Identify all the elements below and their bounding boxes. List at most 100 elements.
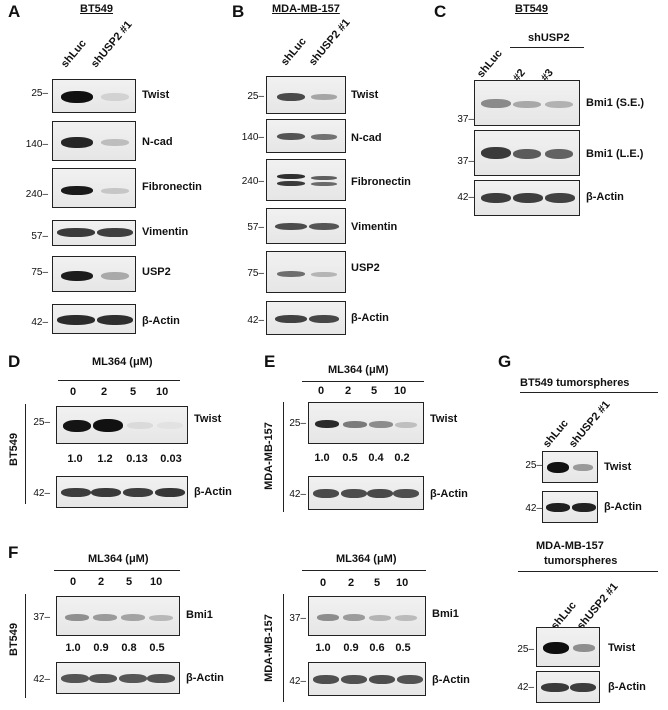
dose-label: 2 (348, 577, 355, 589)
blot-image (52, 220, 136, 246)
blot-image (52, 304, 136, 334)
lane-label: shUSP2 #1 (574, 580, 621, 632)
dose-label: 10 (150, 576, 163, 588)
mw-marker: 42 (520, 503, 542, 514)
band (570, 683, 596, 692)
protein-label: β-Actin (608, 681, 646, 693)
band (57, 315, 95, 325)
quant-value: 1.2 (97, 453, 113, 465)
dose-label: 5 (130, 386, 137, 398)
band (61, 186, 93, 195)
blot-image (536, 671, 600, 703)
band (149, 615, 173, 621)
band (65, 614, 89, 621)
band (343, 614, 365, 621)
quant-value: 1.0 (67, 453, 83, 465)
band (573, 464, 593, 471)
band (546, 503, 570, 512)
band (127, 422, 153, 429)
blot-image (266, 119, 346, 153)
quant-value: 0.4 (368, 452, 384, 464)
quant-value: 1.0 (314, 452, 330, 464)
protein-label: Bmi1 (186, 609, 213, 621)
blot-image (52, 168, 136, 208)
protein-label: Fibronectin (351, 176, 411, 188)
dose-label: 5 (126, 576, 133, 588)
band (93, 419, 123, 432)
quant-value: 1.0 (65, 642, 81, 654)
band (61, 674, 89, 683)
band (543, 642, 569, 654)
lane-label: shLuc (474, 47, 505, 80)
panel-letter-g: G (498, 352, 512, 371)
band (101, 272, 129, 280)
blot-image (266, 251, 346, 293)
band (89, 674, 117, 683)
protein-label: Twist (194, 413, 222, 425)
band (545, 149, 573, 159)
dose-label: 0 (70, 576, 77, 588)
protein-label: USP2 (142, 266, 171, 278)
band (545, 193, 575, 203)
lane-label: shUSP2 #1 (306, 16, 353, 68)
quant-value: 0.2 (394, 452, 410, 464)
blot-image (56, 476, 188, 508)
protein-label: Bmi1 (L.E.) (586, 148, 644, 160)
protein-label: N-cad (351, 132, 382, 144)
cell-line-label: BT549 (8, 432, 20, 466)
quant-value: 0.8 (121, 642, 137, 654)
panel-letter-f: F (8, 543, 19, 562)
band (341, 675, 367, 684)
band (481, 147, 511, 159)
dose-label: 10 (396, 577, 409, 589)
band (545, 101, 573, 108)
band (97, 228, 133, 237)
band (481, 99, 511, 108)
protein-label: β-Actin (430, 488, 468, 500)
lane-label: shLuc (58, 37, 89, 70)
band (275, 223, 307, 230)
blot-image (474, 130, 580, 176)
blot-image (308, 476, 424, 510)
blot-image (536, 627, 600, 667)
quant-value: 0.9 (93, 642, 109, 654)
mw-marker: 37 (448, 156, 474, 167)
protein-label: β-Actin (604, 501, 642, 513)
mw-marker: 42 (30, 674, 50, 685)
band (313, 489, 339, 498)
band (123, 488, 153, 497)
band (275, 315, 307, 323)
blot-image (308, 662, 426, 696)
lane-label: shLuc (278, 35, 309, 68)
quant-value: 0.5 (395, 642, 411, 654)
group-label: shUSP2 (528, 32, 570, 44)
band (341, 489, 367, 498)
dose-label: 10 (394, 385, 407, 397)
blot-image (266, 159, 346, 201)
band (369, 615, 391, 621)
band (311, 134, 337, 140)
mw-marker: 25 (512, 644, 534, 655)
band (277, 271, 305, 277)
blot-image (56, 662, 180, 694)
band (277, 181, 305, 186)
mw-marker: 25 (30, 417, 50, 428)
mw-marker: 57 (22, 231, 48, 242)
mw-marker: 240 (232, 176, 264, 187)
quant-value: 0.5 (342, 452, 358, 464)
protein-label: Twist (608, 642, 636, 654)
blot-image (266, 76, 346, 114)
band (395, 422, 417, 428)
band (547, 462, 569, 473)
band (513, 193, 543, 203)
band (397, 675, 423, 684)
protein-label: Fibronectin (142, 181, 202, 193)
quant-value: 0.03 (160, 453, 182, 465)
band (395, 615, 417, 621)
band (513, 101, 541, 108)
panel-letter-a: A (8, 2, 21, 21)
blot-image (56, 596, 180, 636)
band (315, 420, 339, 428)
dose-label: 2 (101, 386, 108, 398)
band (119, 674, 147, 683)
